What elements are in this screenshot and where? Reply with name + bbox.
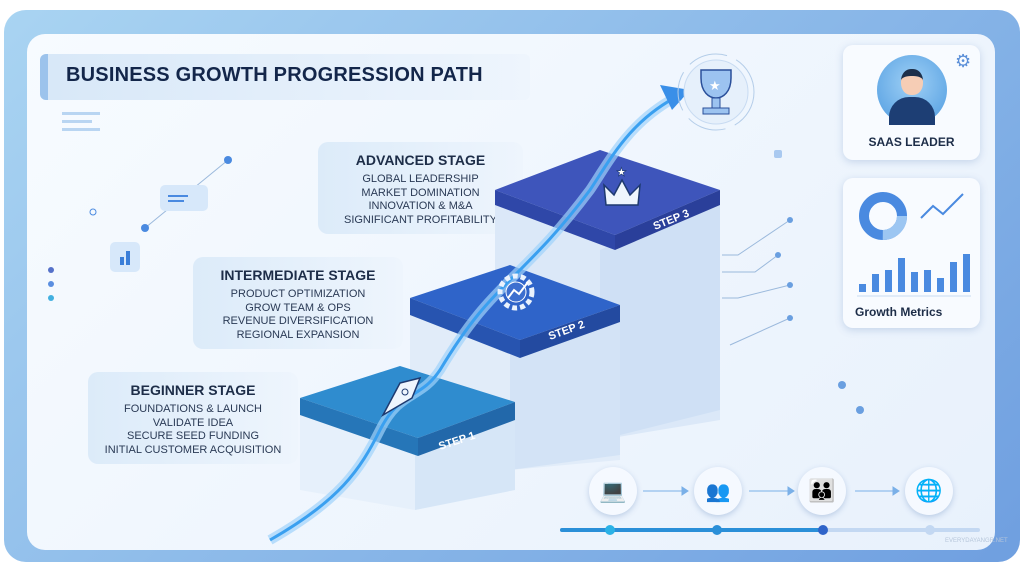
leader-label: SAAS LEADER [868, 135, 955, 149]
stage-item: VALIDATE IDEA [152, 416, 234, 429]
stage-heading: INTERMEDIATE STAGE [220, 267, 376, 283]
decorative-nodes [48, 112, 232, 301]
stage-heading: ADVANCED STAGE [355, 152, 486, 168]
metrics-label: Growth Metrics [855, 305, 943, 319]
stage-item: INNOVATION & M&A [368, 200, 473, 212]
metrics-charts [857, 192, 971, 297]
stage-item: REVENUE DIVERSIFICATION [222, 315, 374, 327]
trophy-icon: ★ [677, 53, 755, 131]
stage-item: REGIONAL EXPANSION [236, 328, 360, 341]
meeting-icon: 👥 [694, 467, 742, 515]
intermediate-stage-box: INTERMEDIATE STAGE PRODUCT OPTIMIZATION … [193, 257, 403, 349]
growth-arrow-core [269, 93, 681, 542]
stage-item: SIGNIFICANT PROFITABILITY [343, 213, 497, 226]
svg-text:★: ★ [616, 165, 627, 179]
connector-dots [774, 150, 864, 414]
laptop-icon: 💻 [589, 467, 637, 515]
stage-heading: BEGINNER STAGE [130, 382, 256, 398]
gear-chart-icon [497, 273, 535, 311]
stage-item: FOUNDATIONS & LAUNCH [124, 403, 262, 415]
line-chart-icon [920, 193, 964, 219]
stage-item: MARKET DOMINATION [361, 186, 480, 199]
beginner-stage-box: BEGINNER STAGE FOUNDATIONS & LAUNCH VALI… [88, 372, 298, 464]
crown-icon: ★ [603, 165, 641, 206]
stage-item: GLOBAL LEADERSHIP [362, 173, 479, 185]
page-title: BUSINESS GROWTH PROGRESSION PATH [40, 54, 530, 100]
connector-lines [722, 219, 791, 346]
advanced-stage-box: ADVANCED STAGE GLOBAL LEADERSHIP MARKET … [318, 142, 523, 234]
svg-text:★: ★ [709, 78, 721, 93]
journey-arrows [643, 486, 900, 496]
saas-leader-card[interactable]: ⚙ SAAS LEADER [843, 45, 980, 160]
gear-icon[interactable]: ⚙ [955, 51, 972, 71]
progress-track [560, 525, 980, 535]
globe-icon: 🌐 [905, 467, 953, 515]
team-icon: 👪 [798, 467, 846, 515]
stage-item: PRODUCT OPTIMIZATION [230, 288, 366, 300]
stage-item: INITIAL CUSTOMER ACQUISITION [104, 443, 282, 456]
arrow-head-icon [660, 85, 690, 110]
rocket-icon [381, 376, 422, 417]
growth-metrics-card[interactable]: Growth Metrics [843, 178, 980, 328]
stage-item: SECURE SEED FUNDING [126, 430, 260, 442]
avatar [877, 55, 947, 125]
watermark: EVERYDAYANGR.NET [945, 538, 1008, 544]
bar-chart-icon [859, 254, 970, 292]
stage-item: GROW TEAM & OPS [245, 301, 351, 314]
